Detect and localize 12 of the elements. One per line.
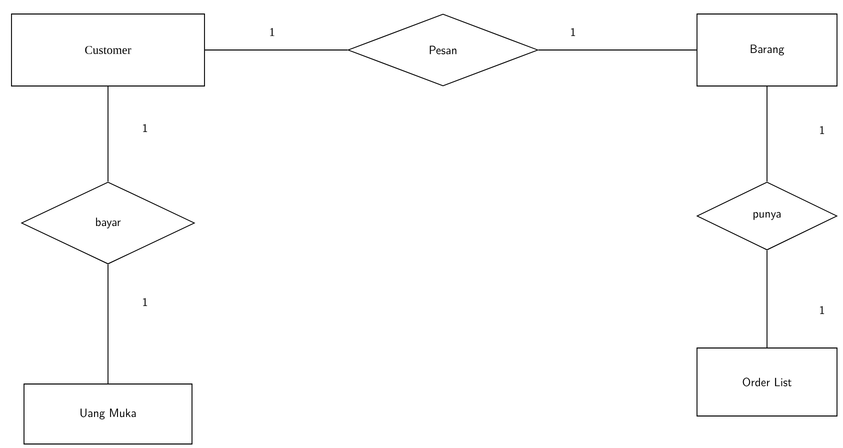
entity-box: Uang Muka: [24, 384, 192, 444]
cardinality-label: 1: [141, 296, 149, 308]
connector-line: [766, 250, 768, 348]
entity-box: Barang: [696, 14, 838, 86]
entity-box: Customer: [11, 14, 205, 86]
cardinality-label: 1: [569, 26, 577, 38]
cardinality-label: 1: [141, 122, 149, 134]
cardinality-label: 1: [818, 304, 826, 316]
cardinality-label: 1: [818, 124, 826, 136]
cardinality-label: 1: [268, 27, 276, 37]
entity-box: Order List: [696, 348, 838, 416]
connector-line: [766, 86, 768, 182]
